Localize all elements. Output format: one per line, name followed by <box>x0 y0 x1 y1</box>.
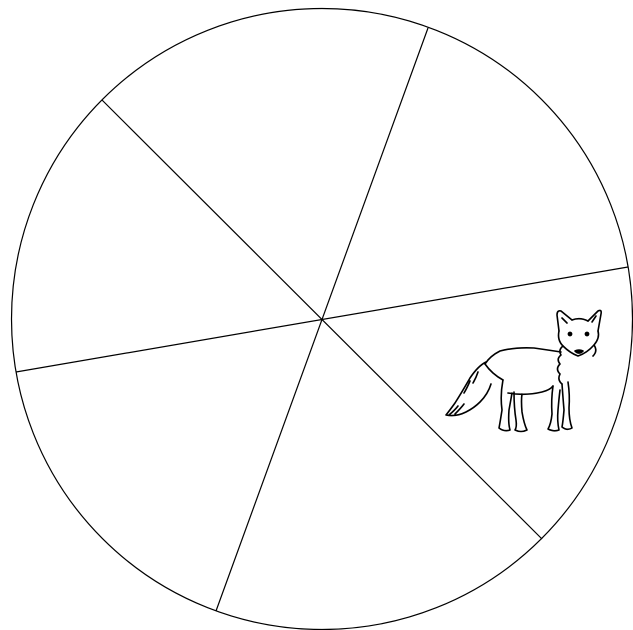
spinner-wheel <box>0 0 633 630</box>
